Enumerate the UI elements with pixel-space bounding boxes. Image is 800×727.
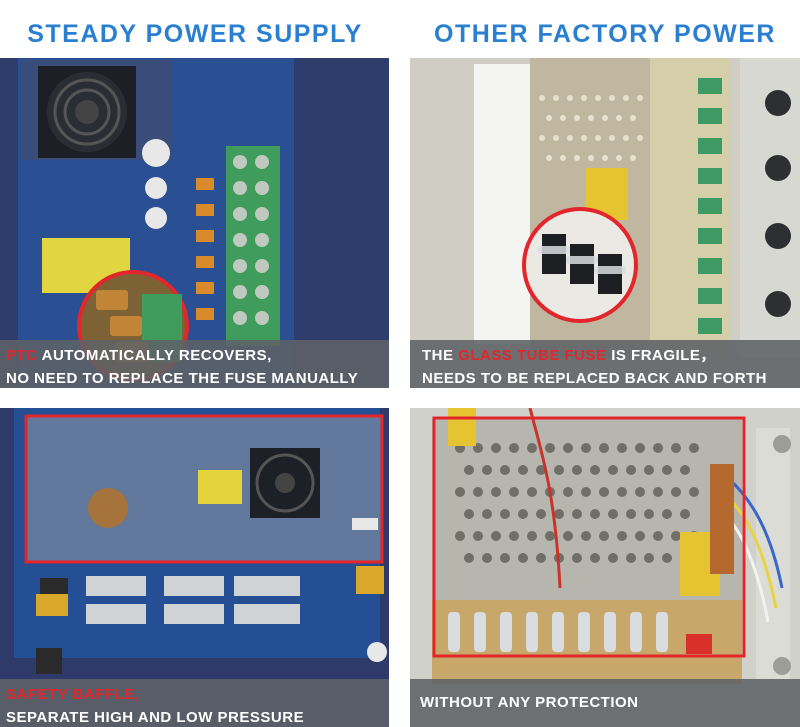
- panel-ptc-board-photo: PTC AUTOMATICALLY RECOVERS, NO NEED TO R…: [0, 58, 389, 388]
- glass-fuse-illustration: [410, 58, 800, 388]
- glass-fuse-caption-post: IS FRAGILE，: [606, 347, 716, 364]
- glass-fuse-highlight: GLASS TUBE FUSE: [458, 347, 607, 364]
- safety-baffle-caption-line2: SEPARATE HIGH AND LOW PRESSURE: [6, 709, 305, 726]
- panel-glass-fuse-photo: THE GLASS TUBE FUSE IS FRAGILE， NEEDS TO…: [410, 58, 800, 388]
- heading-steady-power-supply: STEADY POWER SUPPLY: [27, 20, 363, 48]
- no-protection-caption-text: WITHOUT ANY PROTECTION: [420, 694, 639, 711]
- ptc-highlight: PTC: [6, 347, 38, 364]
- ptc-caption: PTC AUTOMATICALLY RECOVERS, NO NEED TO R…: [0, 340, 389, 388]
- glass-fuse-caption-line2: NEEDS TO BE REPLACED BACK AND FORTH: [422, 370, 768, 387]
- ptc-caption-line1: AUTOMATICALLY RECOVERS,: [37, 347, 272, 364]
- panel-safety-baffle-photo: SAFETY BAFFLE, SEPARATE HIGH AND LOW PRE…: [0, 408, 389, 727]
- heading-other-factory-power: OTHER FACTORY POWER: [434, 20, 776, 48]
- safety-baffle-illustration: [0, 408, 389, 727]
- glass-fuse-caption-pre: THE: [422, 347, 459, 364]
- no-protection-caption: WITHOUT ANY PROTECTION: [410, 679, 800, 727]
- no-protection-illustration: [410, 408, 800, 727]
- ptc-caption-line2: NO NEED TO REPLACE THE FUSE MANUALLY: [6, 370, 359, 387]
- panel-no-protection-photo: WITHOUT ANY PROTECTION: [410, 408, 800, 727]
- glass-fuse-caption: THE GLASS TUBE FUSE IS FRAGILE， NEEDS TO…: [410, 340, 800, 388]
- safety-baffle-caption: SAFETY BAFFLE, SEPARATE HIGH AND LOW PRE…: [0, 679, 389, 727]
- ptc-board-illustration: [0, 58, 389, 388]
- safety-baffle-highlight: SAFETY BAFFLE,: [6, 686, 140, 703]
